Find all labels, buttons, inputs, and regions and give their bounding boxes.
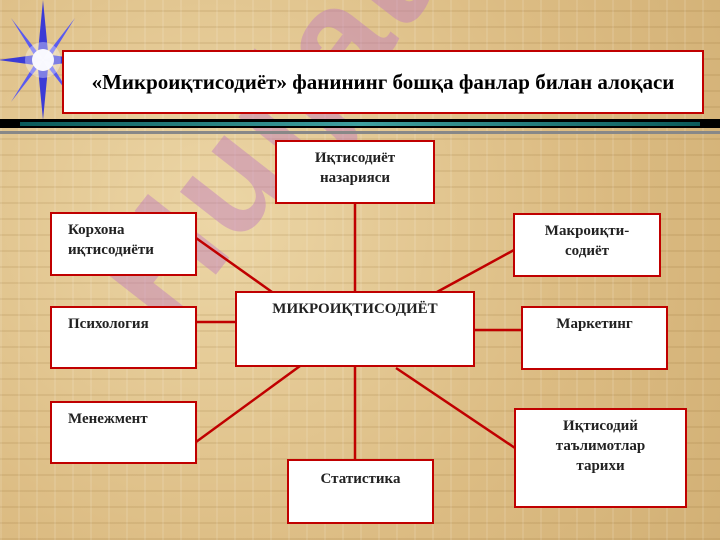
node-statistics: Статистика bbox=[287, 459, 434, 524]
node-management: Менежмент bbox=[50, 401, 197, 464]
node-economic-theory: Иқтисодиёт назарияси bbox=[275, 140, 435, 204]
connector-history bbox=[395, 366, 516, 450]
node-enterprise-economics: Корхона иқтисодиёти bbox=[50, 212, 197, 276]
divider-thin bbox=[0, 131, 720, 134]
divider-accent bbox=[20, 122, 700, 126]
node-psychology: Психология bbox=[50, 306, 197, 369]
slide-title: «Микроиқтисодиёт» фанининг бошқа фанлар … bbox=[62, 50, 704, 114]
connector-macro bbox=[436, 248, 515, 294]
node-marketing: Маркетинг bbox=[521, 306, 668, 370]
sparkle-star-icon bbox=[0, 0, 88, 120]
node-economic-doctrines-history: Иқтисодий таълимотлар тарихи bbox=[514, 408, 687, 508]
connector-enterprise bbox=[195, 236, 273, 294]
node-macroeconomics: Макроиқти-содиёт bbox=[513, 213, 661, 277]
connector-management bbox=[195, 364, 301, 444]
node-microeconomics-center: МИКРОИҚТИСОДИЁТ bbox=[235, 291, 475, 367]
